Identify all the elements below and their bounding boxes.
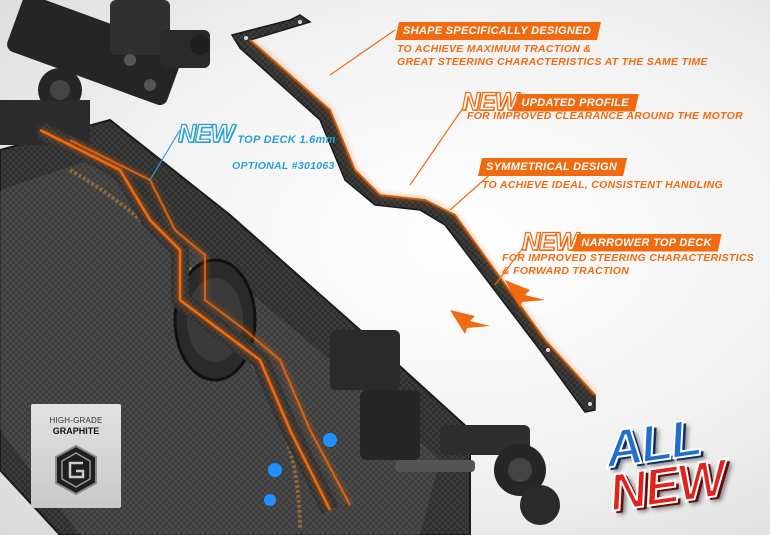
callout-profile-line1: FOR IMPROVED CLEARANCE AROUND THE MOTOR [467,110,743,122]
callout-top-deck-title: TOP DECK 1.6mm [237,133,336,146]
callout-top-deck: NEW TOP DECK 1.6mm [177,120,336,148]
callout-narrower: NEW NARROWER TOP DECK [521,228,722,256]
rear-suspension [264,330,560,525]
leader-lines [329,29,526,286]
graphite-badge-line2: GRAPHITE [52,426,100,436]
installed-top-deck [35,121,351,515]
callout-shape: SHAPE SPECIFICALLY DESIGNED [395,22,601,40]
callout-narrower-text: FOR IMPROVED STEERING CHARACTERISTICS & … [502,252,754,278]
callout-top-deck-new-badge: NEW [177,120,235,148]
narrow-arrows [450,280,545,334]
callout-narrower-line1: FOR IMPROVED STEERING CHARACTERISTICS [502,252,755,264]
callout-profile-title: UPDATED PROFILE [513,94,639,112]
callout-narrower-new-badge: NEW [521,228,579,256]
callout-narrower-line2: & FORWARD TRACTION [502,265,630,277]
callout-top-deck-subtitle: OPTIONAL #301063 [232,160,335,172]
graphite-badge: HIGH-GRADE GRAPHITE [31,404,121,508]
all-new-logo: ALL NEW [595,408,760,524]
graphite-badge-line1: HIGH-GRADE [49,416,103,425]
callout-symmetric-text: TO ACHIEVE IDEAL, CONSISTENT HANDLING [482,179,723,192]
callout-symmetric-title: SYMMETRICAL DESIGN [478,158,627,176]
all-new-word-new: NEW [605,448,729,523]
graphite-emblem-icon [55,444,97,496]
callout-shape-title: SHAPE SPECIFICALLY DESIGNED [395,22,601,40]
callout-symmetric: SYMMETRICAL DESIGN [478,158,627,176]
callout-shape-line2: GREAT STEERING CHARACTERISTICS AT THE SA… [397,56,708,68]
callout-shape-text: TO ACHIEVE MAXIMUM TRACTION & GREAT STEE… [397,43,708,69]
callout-shape-line1: TO ACHIEVE MAXIMUM TRACTION & [397,43,592,55]
callout-profile: NEW UPDATED PROFILE [461,88,639,116]
callout-symmetric-line1: TO ACHIEVE IDEAL, CONSISTENT HANDLING [482,179,723,191]
callout-narrower-title: NARROWER TOP DECK [573,234,721,252]
front-suspension [0,0,210,145]
callout-profile-new-badge: NEW [461,88,519,116]
blue-leader-line [149,129,181,181]
callout-profile-text: FOR IMPROVED CLEARANCE AROUND THE MOTOR [467,110,743,123]
new-top-deck-part [230,14,596,413]
